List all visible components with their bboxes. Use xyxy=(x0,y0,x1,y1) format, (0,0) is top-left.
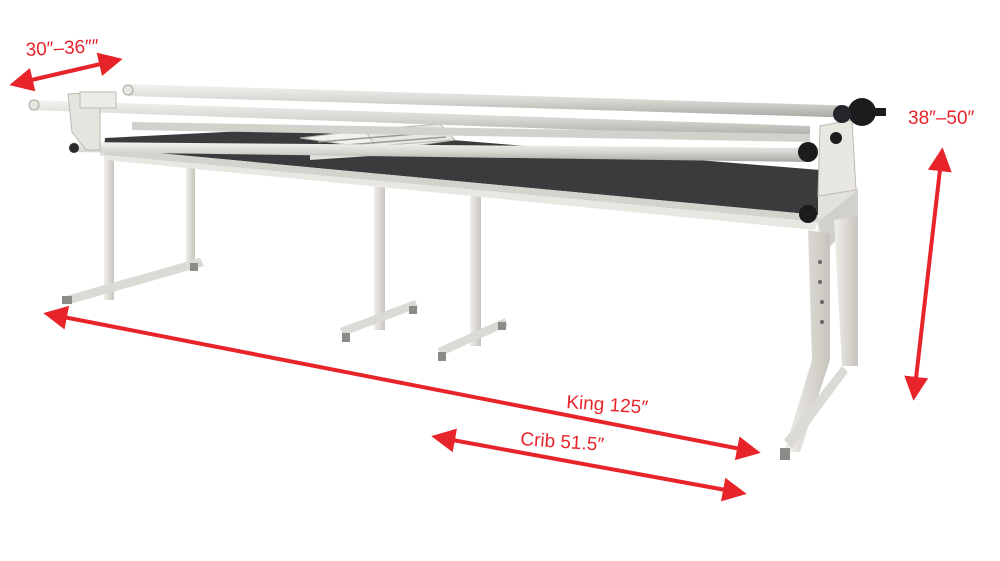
king-length-dimension-arrow xyxy=(43,305,761,461)
crib-length-label: Crib 51.5″ xyxy=(520,429,605,456)
king-length-label: King 125″ xyxy=(566,392,649,419)
left-side-bracket xyxy=(28,84,134,153)
depth-label: 30″–36″″ xyxy=(25,36,99,61)
height-label: 38″–50″ xyxy=(908,108,975,129)
tension-knobs xyxy=(798,98,886,223)
roller-bars xyxy=(30,84,860,162)
middle-leg-1 xyxy=(340,180,418,342)
height-dimension-arrow xyxy=(904,147,952,401)
depth-dimension-arrow xyxy=(9,52,123,92)
quilting-frame xyxy=(28,84,886,460)
crib-length-dimension-arrow xyxy=(431,428,747,502)
middle-leg-2 xyxy=(438,188,508,361)
right-end-frame xyxy=(780,119,858,460)
